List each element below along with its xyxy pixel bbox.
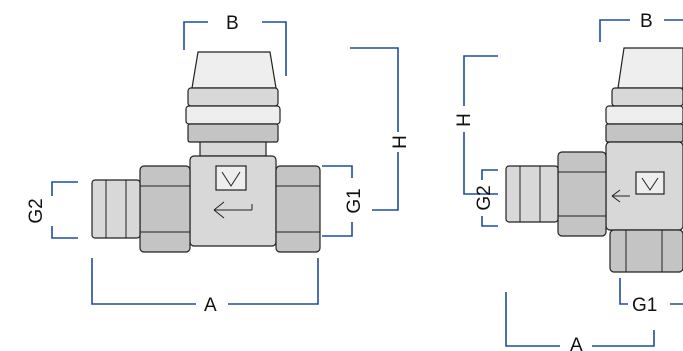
right-label-g1: G1 [632,295,657,316]
right-label-g2: G2 [474,185,495,210]
left-label-a: A [204,295,217,316]
right-dimension-lines [463,19,683,347]
right-label-h: H [454,113,475,127]
left-label-h: H [390,135,411,149]
right-label-a: A [570,335,583,351]
left-label-g1: G1 [344,188,365,213]
right-label-b: B [640,11,653,32]
right-dimension-labels: B H G2 G1 A [454,11,657,351]
left-label-g2: G2 [26,198,47,223]
right-valve-drawing [505,47,683,273]
left-valve-drawing [91,51,321,253]
left-label-b: B [226,13,239,34]
left-dimension-lines [51,21,399,305]
left-dimension-labels: B H G1 G2 A [26,13,411,316]
